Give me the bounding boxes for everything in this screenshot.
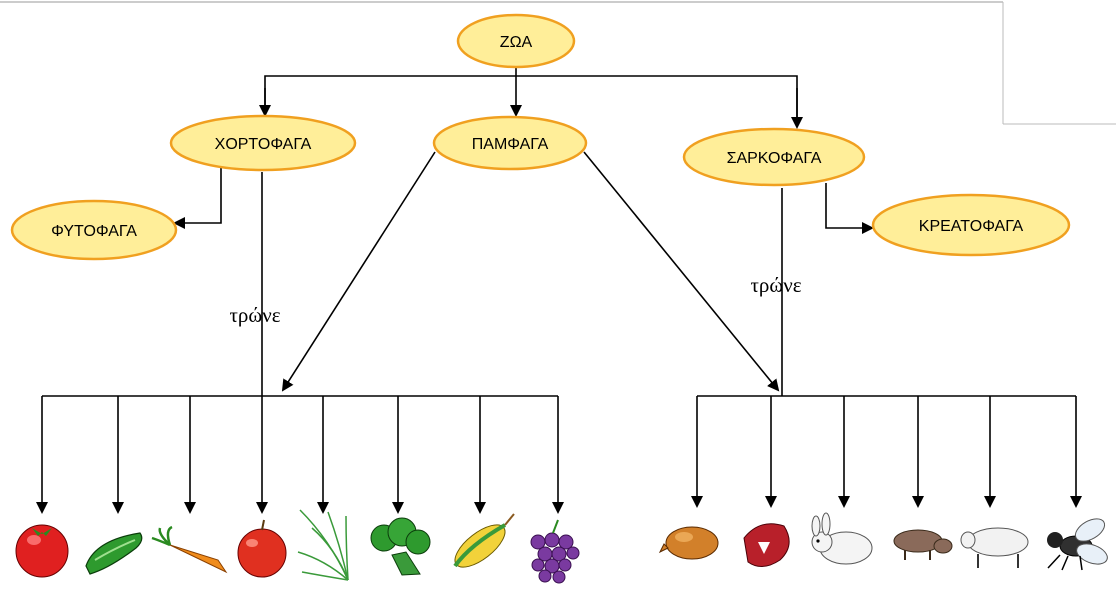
node-omnivores-label: ΠΑΜΦΑΓΑ bbox=[472, 136, 549, 153]
steak-icon bbox=[743, 523, 790, 567]
node-root-label: ΖΩΑ bbox=[500, 34, 533, 51]
corn-icon bbox=[453, 513, 515, 568]
fly-icon bbox=[1047, 518, 1108, 571]
node-carnivores: ΣΑΡΚΟΦΑΓΑ bbox=[682, 127, 866, 187]
cucumber-icon bbox=[85, 532, 143, 575]
connectors bbox=[36, 68, 1082, 514]
broccoli-icon bbox=[370, 517, 431, 576]
node-carnivores-label: ΣΑΡΚΟΦΑΓΑ bbox=[727, 150, 822, 167]
grass-icon bbox=[297, 509, 349, 581]
sheep-icon bbox=[960, 527, 1029, 568]
arrow-omnivores-to-plants bbox=[281, 151, 436, 392]
apple-icon bbox=[237, 519, 287, 578]
arrow-omnivores-to-animals bbox=[583, 151, 780, 392]
eat-label-left: τρώνε bbox=[229, 303, 280, 327]
node-meat-eaters: ΚΡΕΑΤΟΦΑΓΑ bbox=[871, 193, 1071, 257]
node-herbivores-label: ΧΟΡΤΟΦΑΓΑ bbox=[215, 136, 312, 153]
eat-label-right: τρώνε bbox=[750, 273, 801, 297]
node-omnivores: ΠΑΜΦΑΓΑ bbox=[432, 115, 588, 171]
node-plant-eaters-label: ΦΥΤΟΦΑΓΑ bbox=[51, 223, 137, 240]
node-meat-eaters-label: ΚΡΕΑΤΟΦΑΓΑ bbox=[919, 218, 1024, 235]
pig-icon bbox=[893, 529, 953, 560]
tomato-icon bbox=[15, 524, 69, 578]
node-plant-eaters: ΦΥΤΟΦΑΓΑ bbox=[10, 199, 178, 261]
arrow-carnivores-to-meat-eaters bbox=[825, 183, 874, 234]
grapes-icon bbox=[530, 519, 580, 584]
carrot-icon bbox=[151, 525, 228, 574]
rabbit-icon bbox=[811, 512, 873, 565]
node-root: ΖΩΑ bbox=[456, 13, 576, 69]
arrow-herbivores-to-plant-eaters bbox=[173, 166, 222, 229]
chicken-icon bbox=[658, 526, 719, 560]
node-herbivores: ΧΟΡΤΟΦΑΓΑ bbox=[169, 114, 357, 172]
